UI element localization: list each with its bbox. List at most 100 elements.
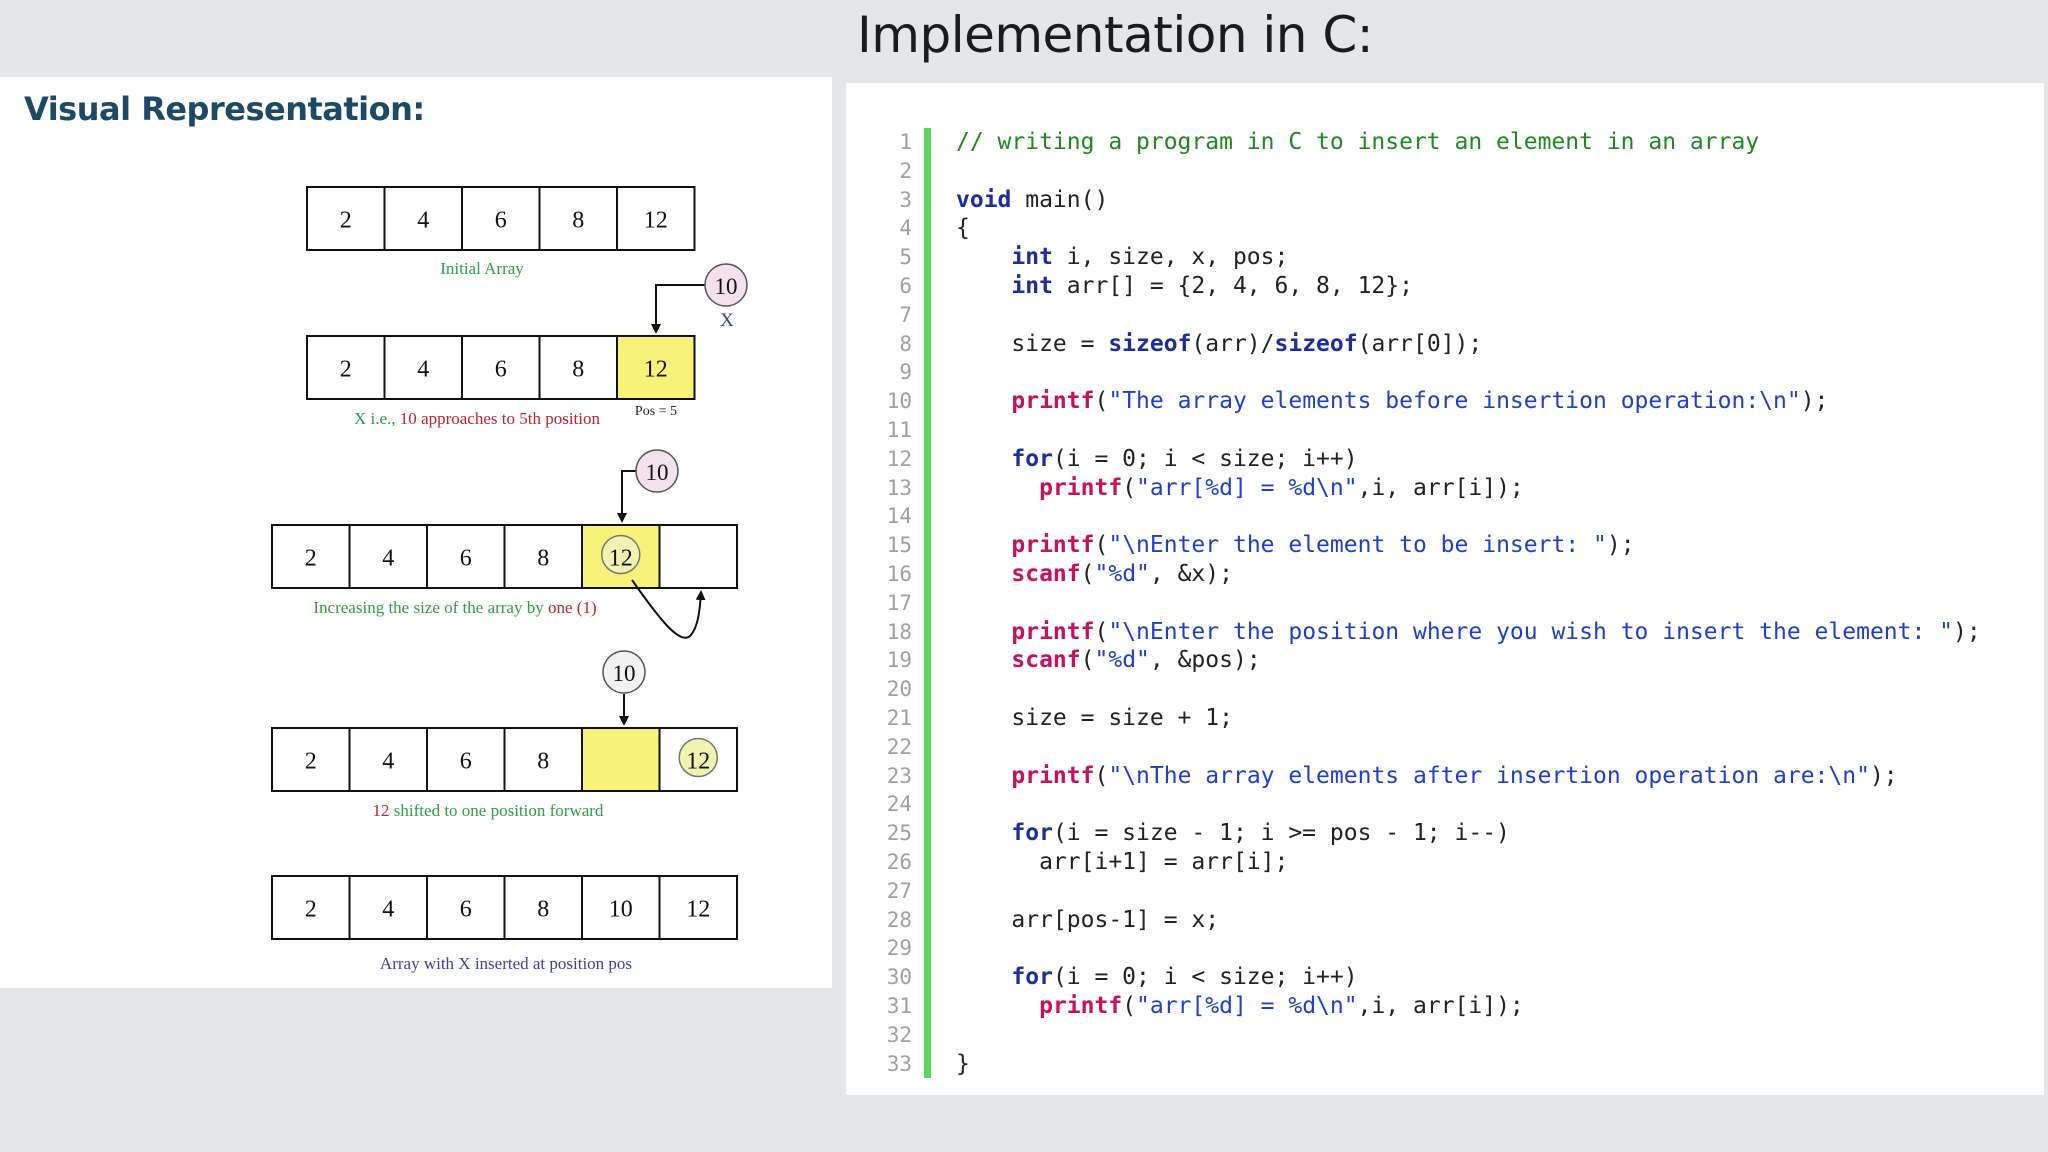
- code-token-plain: (i = 0; i < size; i++): [1052, 445, 1358, 472]
- array-cell-value: 10: [609, 897, 633, 923]
- code-token-plain: [956, 619, 1011, 645]
- line-number: 33: [886, 1051, 912, 1076]
- line-number: 20: [886, 677, 912, 702]
- code-line: for(i = 0; i < size; i++): [956, 445, 1981, 474]
- code-line: arr[i+1] = arr[i];: [956, 848, 1981, 877]
- stage-caption: Increasing the size of the array by one …: [313, 598, 596, 617]
- array-cell-value: 4: [382, 546, 394, 572]
- array-cell: [581, 727, 661, 792]
- line-number: 16: [886, 561, 912, 586]
- array-cell-value: 12: [609, 546, 633, 572]
- code-token-plain: (: [1094, 762, 1109, 789]
- code-token-keyword: for: [1011, 445, 1053, 472]
- code-token-plain: [956, 561, 1011, 587]
- array-cell-value: 2: [340, 208, 352, 234]
- array-cell: [658, 524, 738, 589]
- array-cell-value: 12: [644, 208, 668, 234]
- line-number: 2: [899, 158, 912, 183]
- incoming-value: 10: [613, 661, 636, 686]
- code-token-plain: (: [1094, 532, 1109, 559]
- code-token-plain: ,i, arr[i]);: [1357, 474, 1524, 501]
- visual-representation-title: Visual Representation:: [24, 90, 425, 128]
- code-line: [956, 877, 1981, 906]
- caption-part: Array with X inserted at position pos: [380, 954, 632, 973]
- line-number: 24: [886, 792, 912, 817]
- line-number: 14: [886, 504, 912, 529]
- code-line: [956, 934, 1981, 963]
- code-line: for(i = size - 1; i >= pos - 1; i--): [956, 819, 1981, 848]
- array-cell-value: 4: [382, 749, 394, 775]
- code-line: [956, 790, 1981, 819]
- array-cell-value: 4: [382, 897, 394, 923]
- code-line: [956, 502, 1981, 531]
- line-number: 17: [886, 590, 912, 615]
- code-line: printf("arr[%d] = %d\n",i, arr[i]);: [956, 992, 1981, 1021]
- code-token-keyword: sizeof: [1108, 330, 1192, 357]
- code-token-plain: [956, 964, 1011, 990]
- array-cell-value: 6: [495, 208, 507, 234]
- code-token-func: printf: [1039, 992, 1123, 1019]
- code-body: // writing a program in C to insert an e…: [956, 128, 1981, 1078]
- shift-arrow: [631, 579, 706, 639]
- code-line: for(i = 0; i < size; i++): [956, 963, 1981, 992]
- code-line: scanf("%d", &x);: [956, 560, 1981, 589]
- line-number: 10: [886, 389, 912, 414]
- array-cell: [348, 875, 428, 940]
- array-cell-value: 8: [572, 357, 584, 383]
- code-token-plain: );: [1953, 618, 1981, 645]
- array-cell-value: 8: [537, 897, 549, 923]
- code-token-plain: );: [1800, 388, 1829, 415]
- code-line: [956, 589, 1981, 618]
- line-number: 31: [886, 993, 912, 1018]
- code-token-plain: arr[pos-1] = x;: [956, 906, 1220, 933]
- code-token-keyword: for: [1011, 964, 1053, 991]
- array-cell-value: 12: [686, 749, 710, 775]
- line-number: 25: [886, 821, 912, 846]
- code-token-plain: (: [1094, 618, 1109, 645]
- code-line: void main(): [956, 186, 1981, 215]
- array-cell: [306, 335, 386, 400]
- code-token-plain: );: [1606, 532, 1635, 559]
- code-token-plain: [956, 820, 1011, 846]
- code-line: arr[pos-1] = x;: [956, 906, 1981, 935]
- stage-caption: X i.e., 10 approaches to 5th position: [354, 409, 600, 428]
- code-token-func: printf: [1011, 618, 1095, 645]
- code-token-plain: (: [1122, 992, 1137, 1019]
- code-token-string: "arr[%d] = %d\n": [1136, 992, 1358, 1019]
- array-cell: [271, 524, 351, 589]
- insert-arrow: [617, 470, 637, 523]
- array-cell-value: 2: [305, 897, 317, 923]
- code-token-plain: (i = 0; i < size; i++): [1052, 964, 1358, 991]
- line-number: 7: [899, 302, 912, 327]
- line-number: 12: [886, 446, 912, 471]
- line-number: 26: [886, 849, 912, 874]
- line-number: 23: [886, 763, 912, 788]
- incoming-value-circle: [635, 449, 679, 493]
- code-line: scanf("%d", &pos);: [956, 646, 1981, 675]
- line-number: 13: [886, 475, 912, 500]
- incoming-value: 10: [715, 274, 738, 299]
- code-token-string: "\nThe array elements after insertion op…: [1108, 762, 1870, 789]
- line-number: 22: [886, 734, 912, 759]
- code-line: [956, 358, 1981, 387]
- code-line: printf("\nEnter the element to be insert…: [956, 531, 1981, 560]
- code-line: [956, 301, 1981, 330]
- line-number: 5: [899, 245, 912, 270]
- code-token-string: "%d": [1094, 560, 1150, 587]
- code-token-plain: (: [1080, 560, 1095, 587]
- line-number: 9: [899, 360, 912, 385]
- code-line: [956, 416, 1981, 445]
- incoming-value: 10: [646, 460, 669, 485]
- insert-arrow: [651, 284, 706, 334]
- caption-part: Initial Array: [440, 259, 524, 278]
- implementation-title: Implementation in C:: [857, 6, 1374, 64]
- gutter-bar: [924, 128, 931, 1078]
- code-token-plain: size =: [956, 330, 1109, 357]
- array-cell-value: 2: [340, 357, 352, 383]
- code-token-plain: [956, 273, 1011, 299]
- code-token-plain: main(): [1011, 186, 1109, 213]
- caption-part: one (1): [548, 598, 597, 617]
- code-token-plain: (: [1080, 647, 1095, 674]
